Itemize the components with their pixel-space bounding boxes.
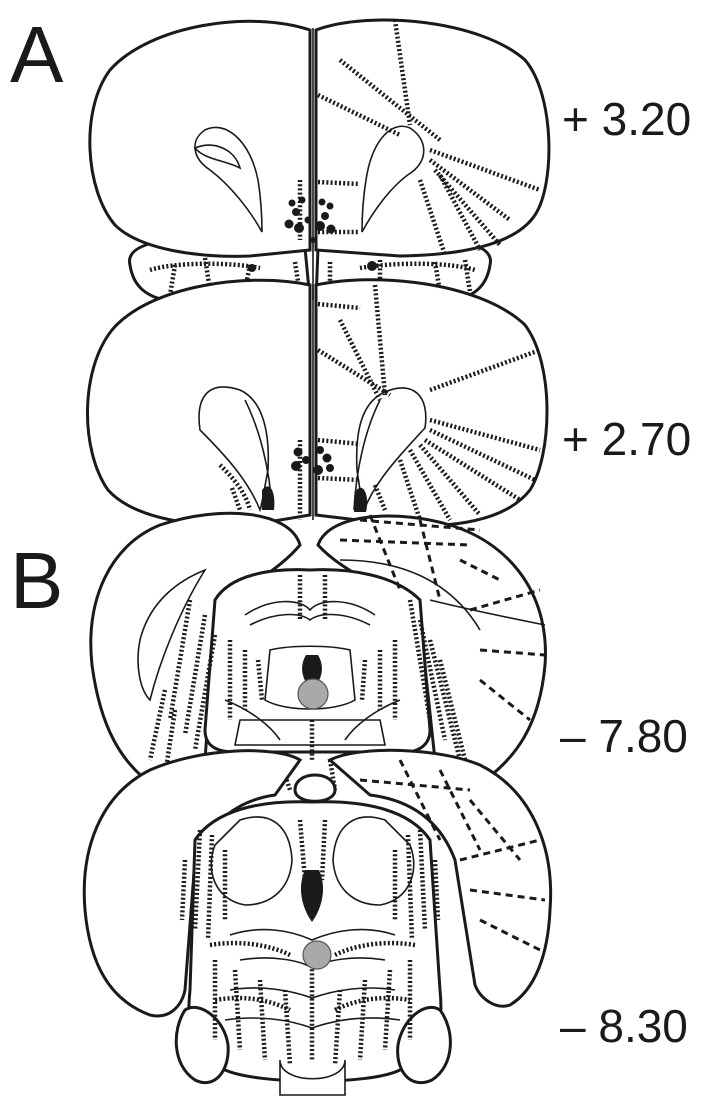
panel-letter-b: B (10, 536, 63, 625)
stereotaxic-coordinate-label: + 3.20 (562, 93, 691, 145)
coronal-section-a2 (87, 280, 547, 526)
coronal-section-b2 (84, 750, 550, 1095)
panel-letter-a: A (10, 10, 64, 99)
coronal-section-a1 (90, 20, 549, 302)
stereotaxic-coordinate-label: – 7.80 (560, 710, 688, 762)
lesion-site-marker-2 (303, 941, 331, 969)
stereotaxic-coordinate-label: – 8.30 (560, 1000, 688, 1052)
stereotaxic-coordinate-label: + 2.70 (562, 413, 691, 465)
lesion-site-marker (298, 679, 328, 709)
coronal-section-b1 (91, 513, 546, 793)
